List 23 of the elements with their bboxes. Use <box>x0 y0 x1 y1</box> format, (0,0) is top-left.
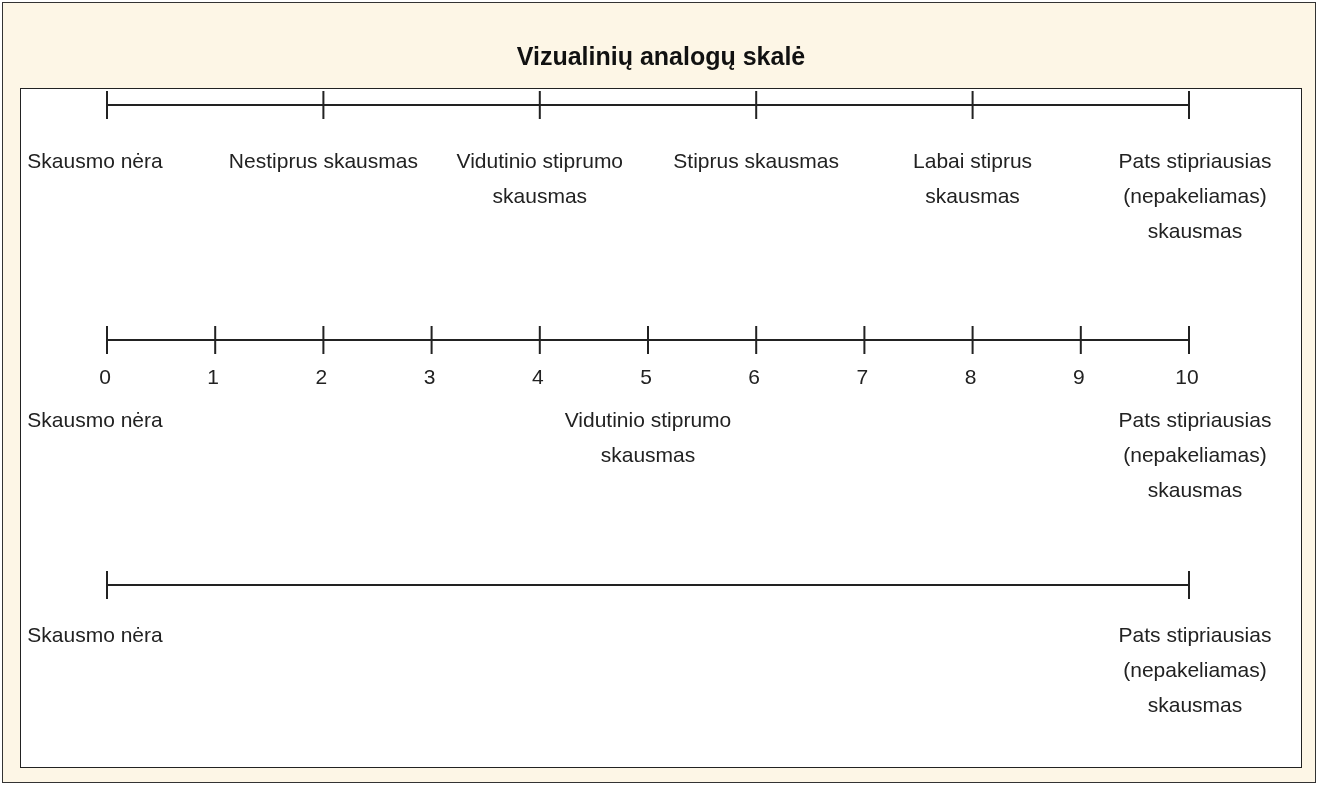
scale-label: Stiprus skausmas <box>672 148 841 174</box>
scale-label: Nestiprus skausmas <box>227 148 419 174</box>
scale-label: Pats stipriausias (nepakeliamas) skausmas <box>1117 407 1273 503</box>
tick-number: 7 <box>855 364 870 390</box>
tick-number: 0 <box>98 364 112 390</box>
diagram-title: Vizualinių analogų skalė <box>515 42 807 71</box>
tick-number: 5 <box>639 364 653 390</box>
tick-number: 1 <box>206 364 221 390</box>
scale-label: Skausmo nėra <box>26 622 164 648</box>
scale-label: Skausmo nėra <box>26 407 164 433</box>
tick-number: 8 <box>963 364 978 390</box>
scale-label: Skausmo nėra <box>26 148 164 174</box>
tick-number: 10 <box>1174 364 1200 390</box>
tick-number: 6 <box>747 364 762 390</box>
scale-label: Vidutinio stiprumo skausmas <box>455 148 625 209</box>
scale-label: Labai stiprus skausmas <box>912 148 1034 209</box>
tick-number: 4 <box>530 364 545 390</box>
tick-number: 9 <box>1071 364 1086 390</box>
scale-label: Pats stipriausias (nepakeliamas) skausmas <box>1117 148 1273 244</box>
scale-label: Pats stipriausias (nepakeliamas) skausmas <box>1117 622 1273 718</box>
tick-number: 2 <box>314 364 329 390</box>
scale-label: Vidutinio stiprumo skausmas <box>563 407 733 468</box>
tick-number: 3 <box>422 364 437 390</box>
